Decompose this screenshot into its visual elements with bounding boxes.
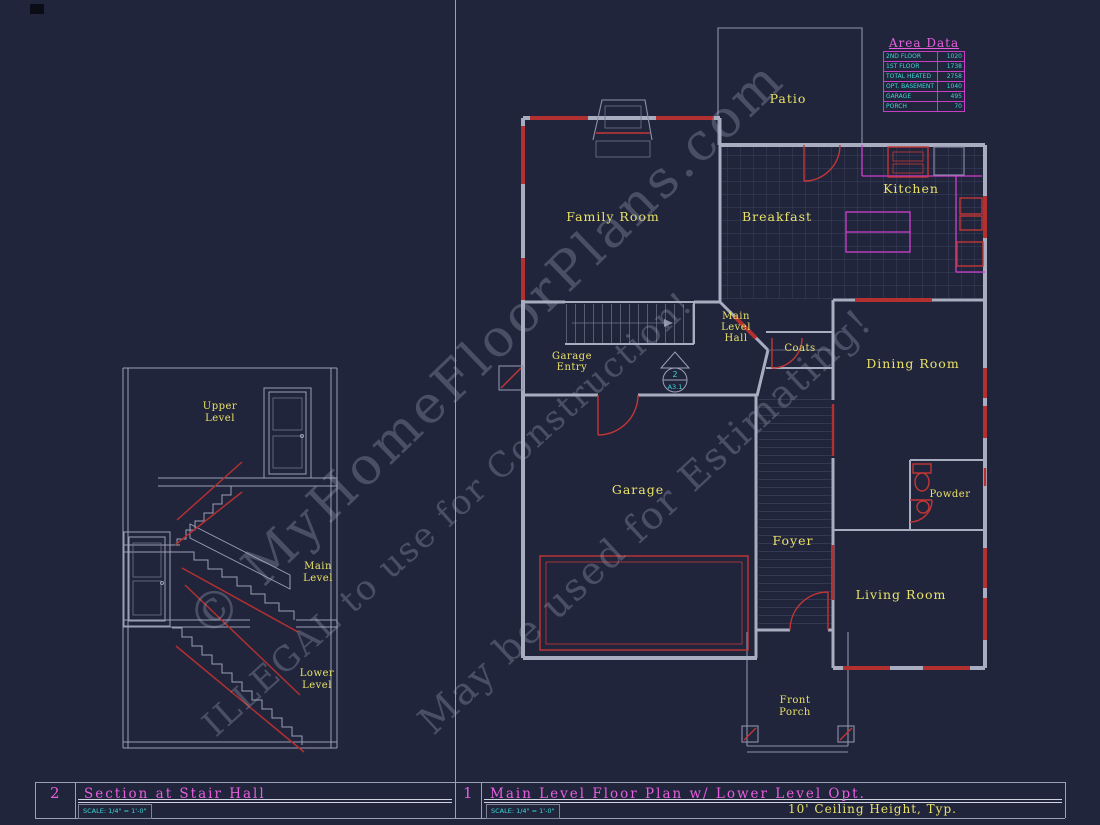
stair-treads	[566, 304, 694, 343]
label-lower-level-2: Level	[302, 680, 332, 691]
detail-title-left: Section at Stair Hall	[84, 786, 266, 802]
detail-number-right: 1	[463, 784, 473, 802]
area-row-value: 1020	[937, 51, 965, 62]
floor-plan-drawing: 2 A3.1 Patio Family Room Breakfast Kitch…	[498, 27, 987, 753]
fireplace	[592, 99, 653, 158]
stair-arrow	[664, 319, 673, 327]
titlebar-number-divider	[481, 782, 482, 818]
kitchen-sink	[959, 197, 983, 215]
scale-note-left: SCALE: 1/4" = 1'-0"	[78, 804, 152, 819]
powder-fixtures	[912, 463, 932, 514]
title-underline	[78, 802, 452, 803]
room-label-hall-2: Level	[721, 322, 751, 333]
lower-door-elevation	[123, 531, 171, 627]
section-marker-number: 2	[672, 370, 677, 379]
area-row-label: TOTAL HEATED	[883, 71, 938, 82]
upper-door-elevation	[263, 387, 312, 479]
refrigerator	[933, 146, 965, 176]
label-main-level: Main	[304, 561, 332, 572]
room-label-breakfast: Breakfast	[742, 209, 812, 224]
title-underline	[484, 799, 1062, 800]
room-label-garage: Garage	[612, 482, 664, 497]
room-label-front-porch: Front	[780, 695, 811, 706]
area-data-title: Area Data	[888, 36, 960, 50]
detail-title-right: Main Level Floor Plan w/ Lower Level Opt…	[490, 786, 866, 802]
room-label-foyer: Foyer	[773, 533, 814, 548]
titlebar-left-edge	[35, 782, 36, 818]
section-marker-sheet: A3.1	[668, 383, 683, 391]
titlebar-number-divider	[75, 782, 76, 818]
area-row-value: 2758	[937, 71, 965, 82]
tile-floor	[719, 146, 985, 299]
porch-column	[741, 725, 759, 743]
toilet-tank	[912, 463, 932, 474]
room-label-family-room: Family Room	[566, 209, 659, 224]
room-label-dining-room: Dining Room	[866, 356, 959, 371]
sheet-divider	[455, 0, 456, 818]
title-underline	[484, 802, 1062, 803]
room-label-front-porch-2: Porch	[779, 707, 811, 718]
garage-opt-rect	[539, 555, 749, 651]
area-row-label: OPT. BASEMENT	[883, 81, 938, 92]
ceiling-height-note: 10' Ceiling Height, Typ.	[788, 802, 957, 816]
room-label-hall: Main	[722, 311, 750, 322]
garage-opt-rect-inner	[545, 561, 743, 645]
room-label-living-room: Living Room	[856, 587, 947, 602]
stair-section-drawing: Upper Level Main Level Lower Level	[122, 367, 338, 753]
oven	[887, 146, 929, 178]
powder-sink	[916, 500, 930, 514]
foyer-floor	[759, 397, 832, 628]
titlebar-right-edge	[1065, 782, 1066, 818]
room-label-garage-entry: Garage	[552, 351, 592, 362]
section-marker: 2 A3.1	[659, 351, 691, 393]
area-row-value: 70	[937, 101, 965, 112]
area-row-value: 1040	[937, 81, 965, 92]
patio-outline	[717, 27, 863, 145]
room-label-coats: Coats	[784, 343, 815, 354]
room-label-hall-3: Hall	[724, 333, 747, 344]
area-row-label: GARAGE	[883, 91, 938, 102]
titlebar-top-line	[35, 782, 1065, 783]
cooktop	[956, 241, 984, 267]
door-swings	[597, 144, 933, 631]
room-label-powder: Powder	[929, 489, 970, 500]
toilet	[914, 472, 930, 492]
stair-railing-balusters	[189, 523, 291, 590]
label-upper-level-2: Level	[205, 413, 235, 424]
area-row-label: 2ND FLOOR	[883, 51, 938, 62]
scale-note-right: SCALE: 1/4" = 1'-0"	[486, 804, 560, 819]
porch-column	[837, 725, 855, 743]
area-row-label: PORCH	[883, 101, 938, 112]
label-upper-level: Upper	[203, 401, 237, 412]
area-row-value: 495	[937, 91, 965, 102]
sheet-corner-mark	[30, 4, 44, 14]
title-underline	[78, 799, 452, 800]
wall-bump	[498, 365, 524, 391]
porch-outline	[746, 632, 849, 753]
detail-number-left: 2	[50, 784, 60, 802]
area-row-label: 1ST FLOOR	[883, 61, 938, 72]
room-label-kitchen: Kitchen	[883, 181, 939, 196]
area-row-value: 1738	[937, 61, 965, 72]
room-label-garage-entry-2: Entry	[557, 362, 588, 373]
room-label-patio: Patio	[770, 91, 807, 106]
kitchen-fixtures	[845, 145, 985, 273]
label-lower-level: Lower	[300, 668, 334, 679]
label-main-level-2: Level	[303, 573, 333, 584]
